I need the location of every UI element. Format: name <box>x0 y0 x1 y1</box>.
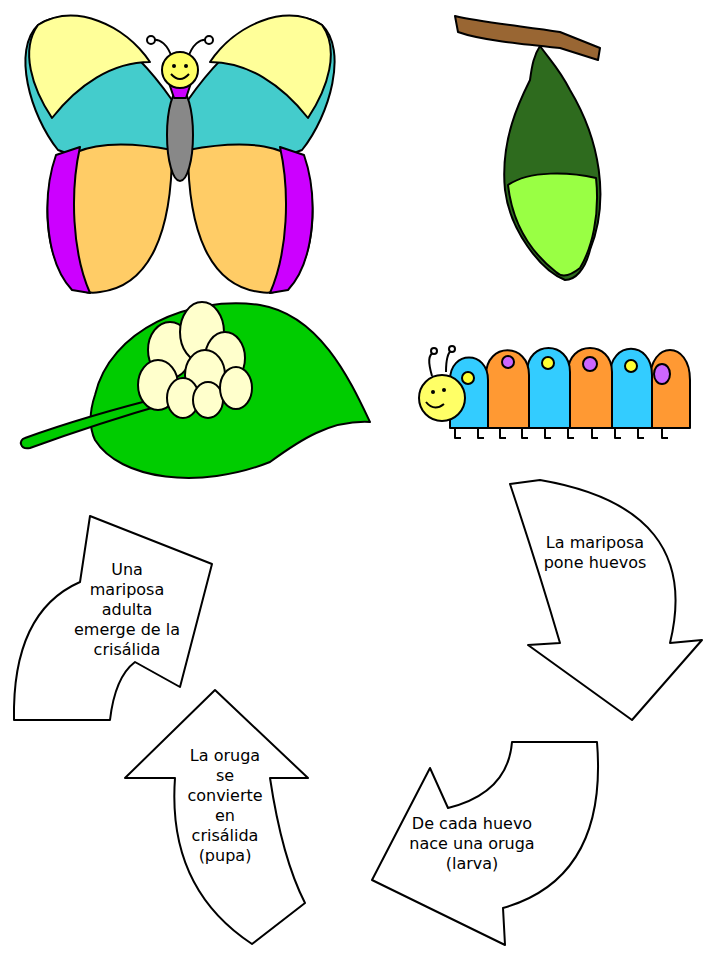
arrow-shape <box>372 742 598 945</box>
cycle-arrow: Una mariposa adulta emerge de la crisáli… <box>10 512 215 724</box>
caterpillar <box>419 346 690 438</box>
arrow-shape <box>125 690 308 944</box>
arrow-shape <box>510 480 702 720</box>
cycle-arrow: La mariposa pone huevos <box>498 478 703 723</box>
butterfly <box>25 16 334 293</box>
step-text: De cada huevo nace una oruga (larva) <box>406 814 538 874</box>
leaf-with-eggs <box>21 302 370 478</box>
step-text: La oruga se convierte en crisálida (pupa… <box>180 746 270 866</box>
cycle-arrow: La oruga se convierte en crisálida (pupa… <box>122 688 312 946</box>
step-text: La mariposa pone huevos <box>538 533 652 573</box>
step-text: Una mariposa adulta emerge de la crisáli… <box>72 560 182 660</box>
arrow-shape <box>14 516 212 720</box>
cycle-arrow: De cada huevo nace una oruga (larva) <box>368 738 608 948</box>
arrow-outline <box>498 478 703 723</box>
chrysalis <box>455 16 600 280</box>
